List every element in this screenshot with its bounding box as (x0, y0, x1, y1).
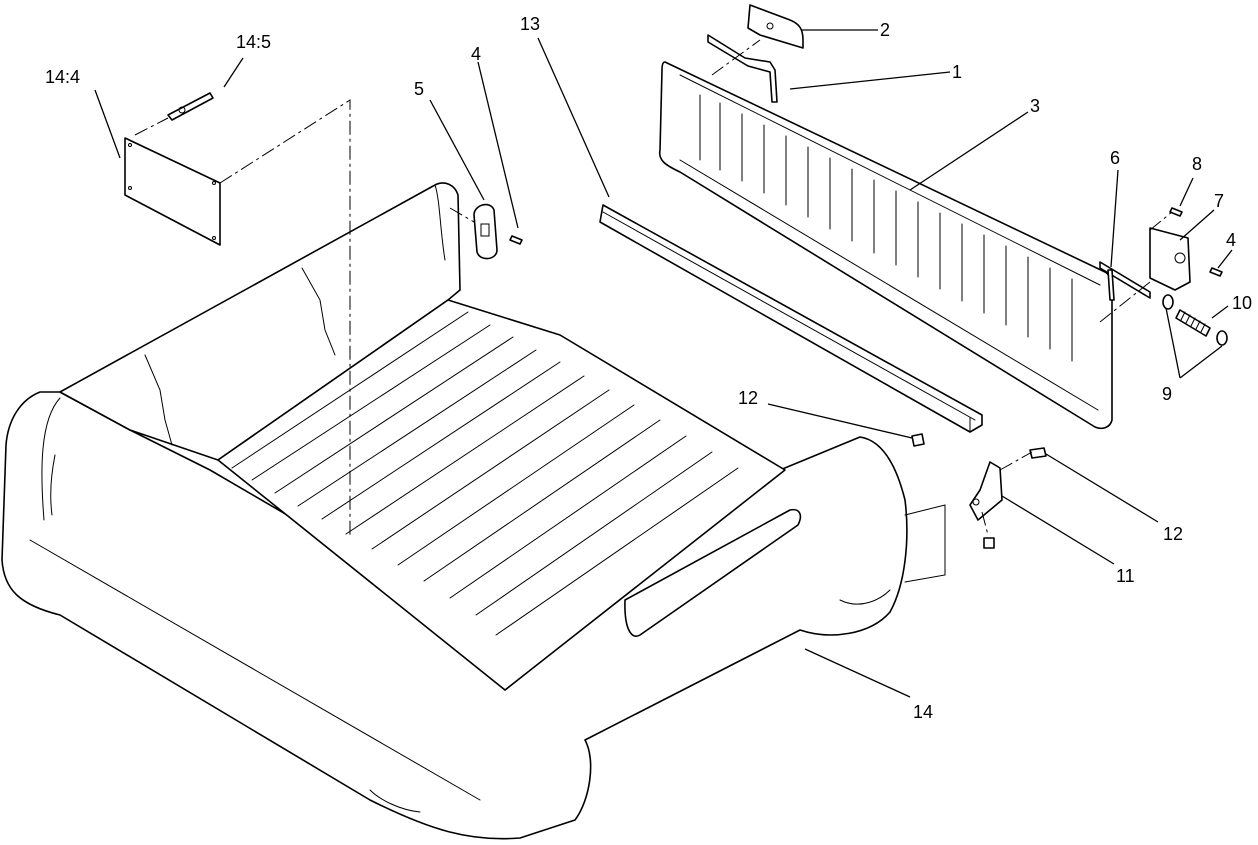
plate-pin (167, 92, 214, 121)
callout-6: 6 (1110, 148, 1120, 168)
leader-lines (94, 29, 1233, 698)
callout-1: 1 (952, 62, 962, 82)
bed-front-lip (624, 508, 802, 637)
washer-b (1216, 330, 1228, 346)
callout-3: 3 (1030, 96, 1040, 116)
screw-left (509, 235, 523, 245)
decal-plate (124, 137, 221, 246)
callout-10: 10 (1232, 293, 1252, 313)
screw-right (1209, 267, 1223, 277)
bolt-lower (983, 537, 995, 549)
callout-12-hinge: 12 (1163, 524, 1183, 544)
cargo-bed (1, 182, 946, 840)
callout-9: 9 (1162, 384, 1172, 404)
callout-14-4: 14:4 (45, 67, 80, 87)
callout-14-5: 14:5 (236, 32, 271, 52)
latch-bracket-left (473, 203, 498, 260)
latch-rod (707, 34, 778, 103)
latch-pin (1099, 261, 1151, 301)
hinge-bracket (969, 461, 1003, 521)
bolt-front (911, 433, 925, 447)
callout-7: 7 (1214, 191, 1224, 211)
callout-2: 2 (880, 20, 890, 40)
callout-13: 13 (520, 14, 540, 34)
bolt-hinge (1029, 447, 1047, 459)
spring (1175, 309, 1211, 337)
screw-right-top (1169, 207, 1183, 217)
bed-floor-ribs (231, 311, 739, 636)
callout-11: 11 (1116, 566, 1135, 586)
callout-5: 5 (414, 79, 424, 99)
washer-a (1162, 294, 1174, 310)
callout-4-left: 4 (471, 44, 481, 64)
callout-14: 14 (913, 702, 933, 722)
callout-8: 8 (1192, 154, 1202, 174)
bed-outer-shell (1, 391, 908, 840)
callout-12-front: 12 (738, 388, 758, 408)
latch-bracket-right (1149, 227, 1191, 291)
callout-4-right: 4 (1226, 230, 1236, 250)
tailgate-ribs (699, 94, 1073, 362)
upper-bracket (747, 4, 804, 49)
seal-strip (599, 204, 983, 433)
